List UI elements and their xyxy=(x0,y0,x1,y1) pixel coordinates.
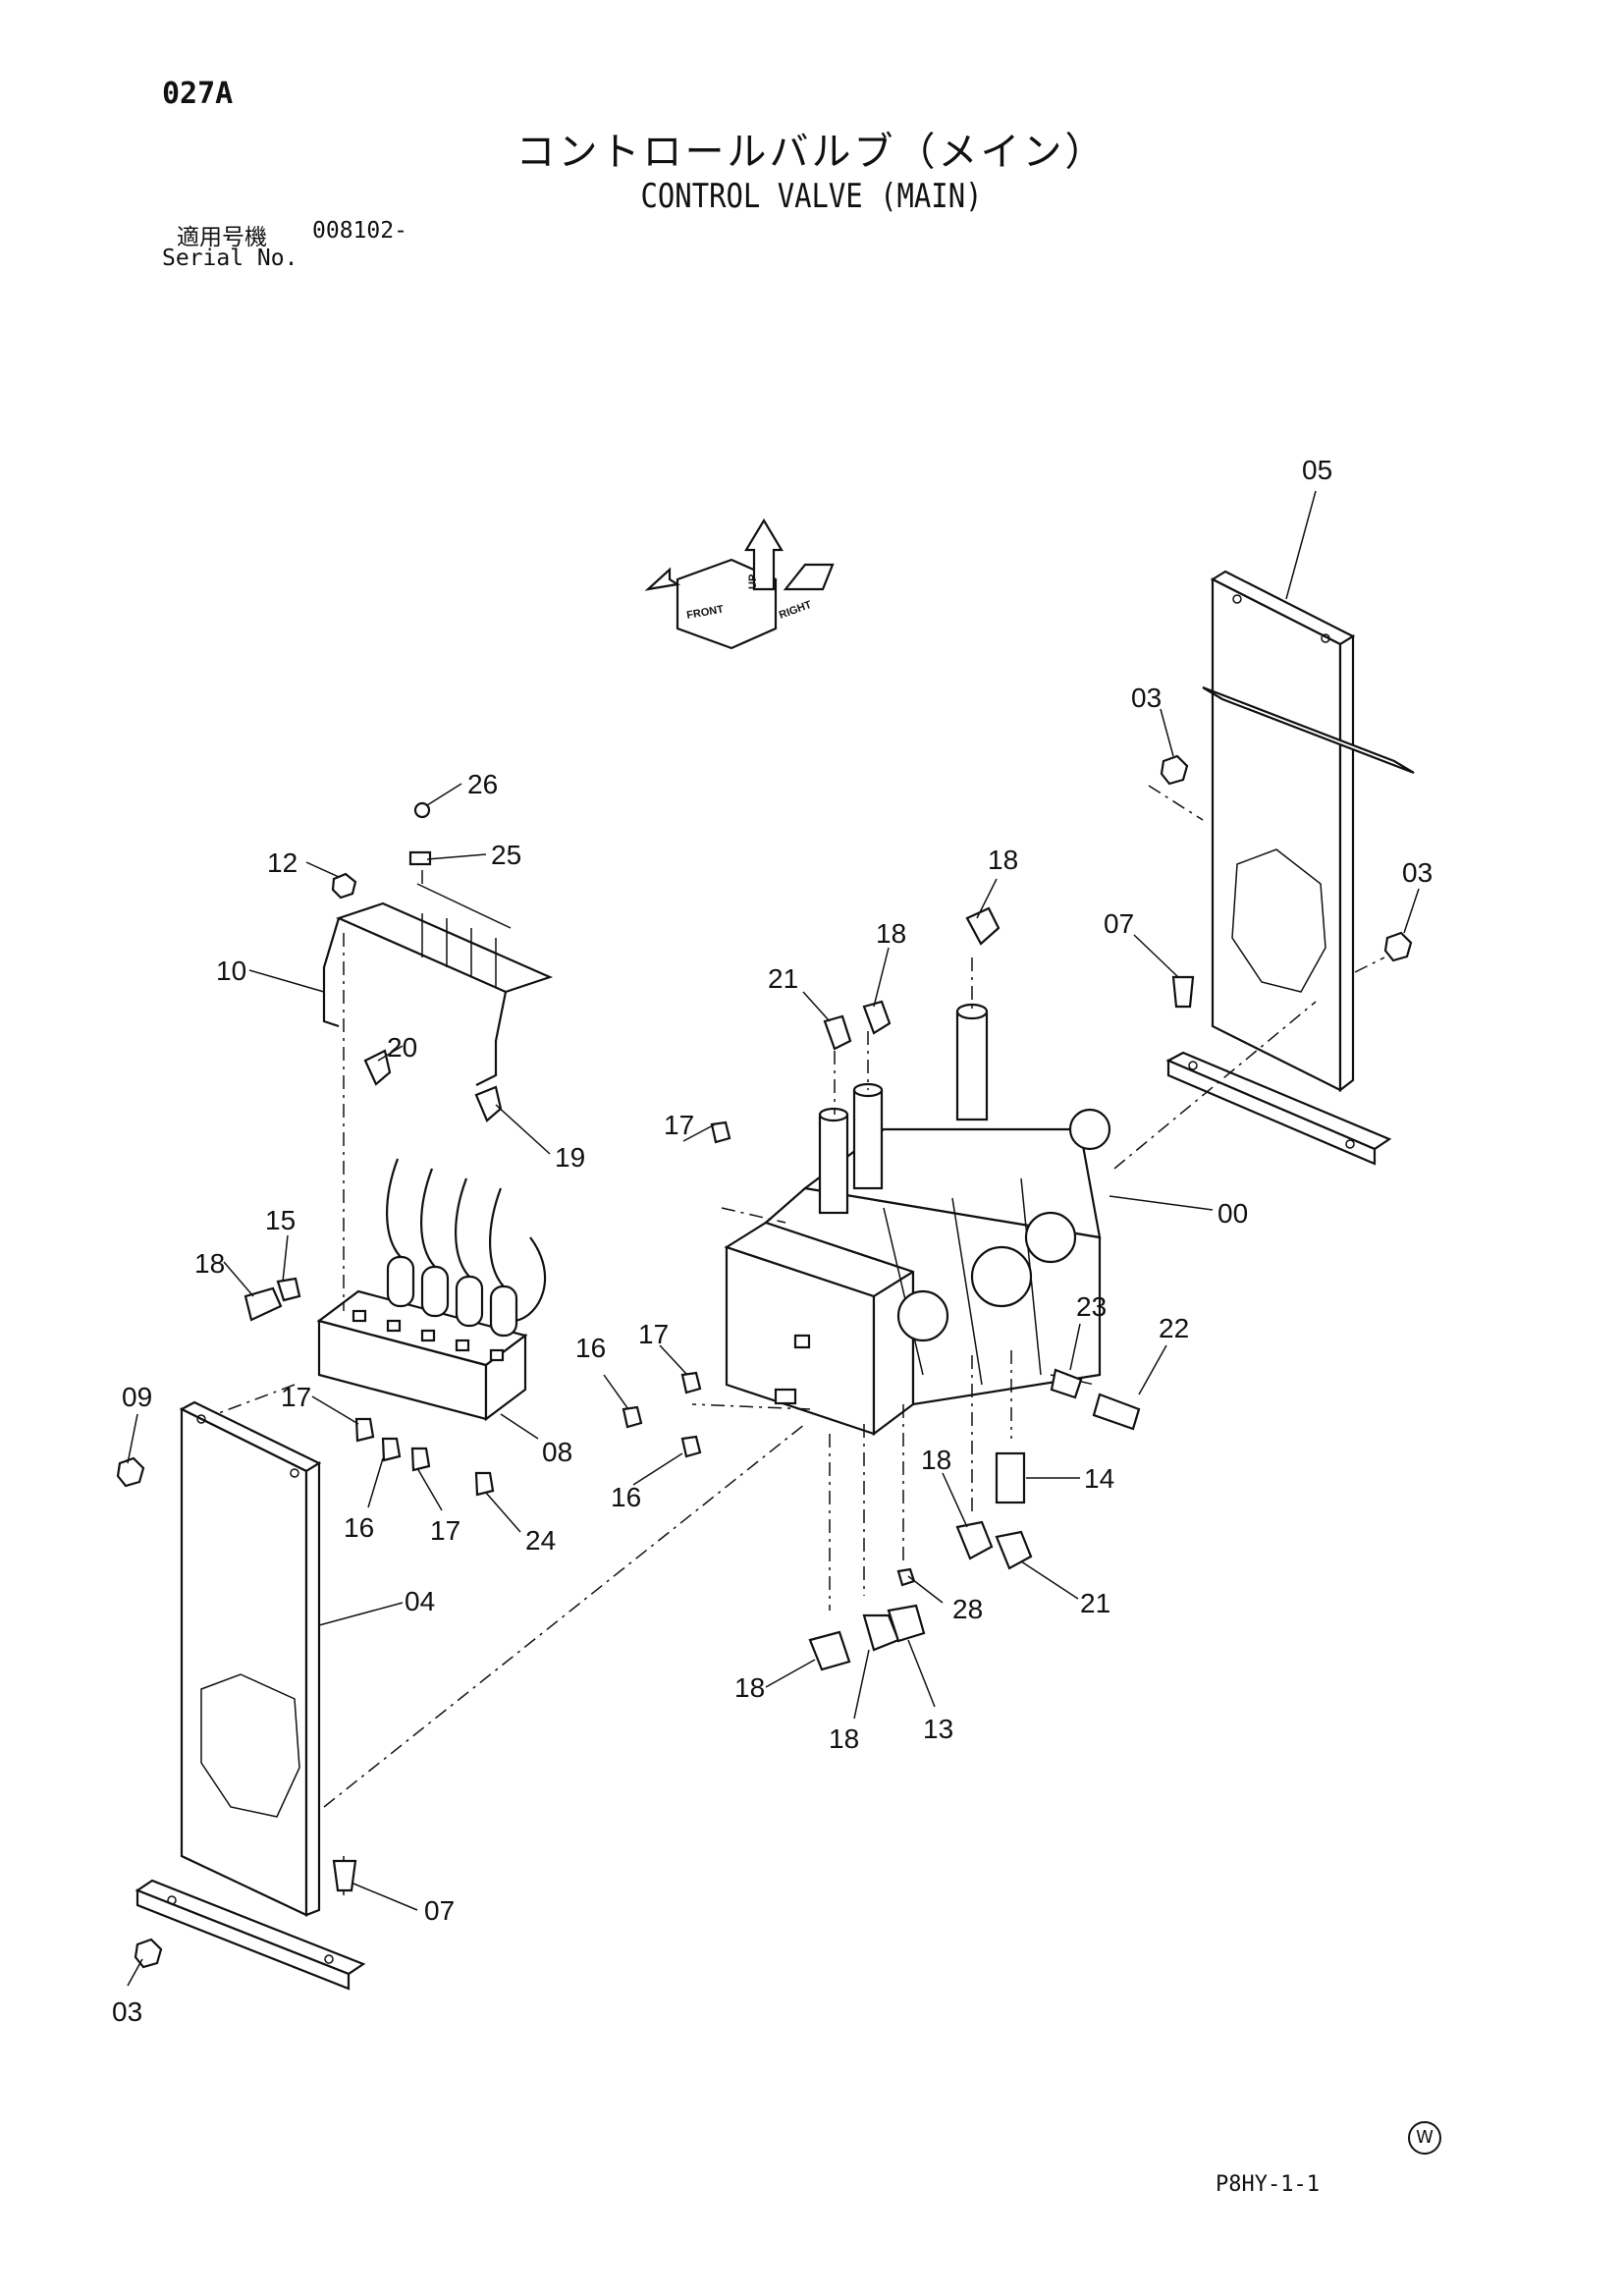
callout-18-e: 18 xyxy=(829,1723,859,1754)
callout-09: 09 xyxy=(122,1382,152,1412)
left-bracket-plate xyxy=(135,1400,366,1991)
callout-03-top: 03 xyxy=(1131,683,1162,713)
callout-12: 12 xyxy=(267,847,298,878)
control-valve-body xyxy=(724,1108,1111,1437)
callout-03-bottom: 03 xyxy=(112,1996,142,2027)
serial-number-value: 008102- xyxy=(312,218,407,244)
solenoid-valve-block xyxy=(316,1158,547,1422)
callout-17-bottom: 17 xyxy=(430,1515,460,1546)
callout-15: 15 xyxy=(265,1205,296,1235)
callout-numbers: 05 03 03 07 00 18 18 21 17 17 16 16 23 2… xyxy=(112,455,1433,2027)
orientation-label-right: RIGHT xyxy=(778,599,814,622)
callout-23: 23 xyxy=(1076,1291,1107,1322)
callout-18-f: 18 xyxy=(194,1248,225,1279)
serial-label-english: Serial No. xyxy=(162,246,298,271)
callout-03-right: 03 xyxy=(1402,857,1433,888)
orientation-label-up: UP xyxy=(747,574,759,589)
callout-18-a: 18 xyxy=(988,845,1018,875)
callout-18-b: 18 xyxy=(876,918,906,949)
orientation-arrows: FRONT UP RIGHT xyxy=(644,518,835,650)
callout-18-c: 18 xyxy=(921,1445,951,1475)
callout-19: 19 xyxy=(555,1142,585,1173)
callout-04: 04 xyxy=(405,1586,435,1616)
page-code: 027A xyxy=(162,77,234,111)
callout-16-lower-left: 16 xyxy=(344,1512,374,1543)
callout-14: 14 xyxy=(1084,1463,1114,1494)
callout-07-right: 07 xyxy=(1104,908,1134,939)
callout-25: 25 xyxy=(491,840,521,870)
callout-00: 00 xyxy=(1217,1198,1248,1229)
callout-16-middle: 16 xyxy=(575,1333,606,1363)
callout-21-lower: 21 xyxy=(1080,1588,1110,1618)
valve-spool-caps xyxy=(818,1003,989,1215)
callout-22: 22 xyxy=(1159,1313,1189,1343)
callout-08: 08 xyxy=(542,1437,572,1467)
callout-07-left: 07 xyxy=(424,1895,455,1926)
callout-26: 26 xyxy=(467,769,498,799)
callout-24: 24 xyxy=(525,1525,556,1556)
page-title-english: CONTROL VALVE (MAIN) xyxy=(640,177,983,216)
callout-16-lower: 16 xyxy=(611,1482,641,1512)
leader-lines xyxy=(127,490,1420,1987)
callout-28: 28 xyxy=(952,1594,983,1624)
drawing-code: P8HY-1-1 xyxy=(1216,2172,1320,2197)
callout-10: 10 xyxy=(216,956,246,986)
callout-17-upper: 17 xyxy=(664,1110,694,1140)
serial-label-japanese: 適用号機 xyxy=(177,225,267,250)
fittings-and-bolts xyxy=(116,754,1413,1969)
callout-05-top: 05 xyxy=(1302,455,1332,485)
callout-17-middle: 17 xyxy=(638,1319,669,1349)
upper-bracket xyxy=(322,883,554,1086)
right-bracket-plate xyxy=(1165,570,1415,1166)
callout-21-upper: 21 xyxy=(768,963,798,994)
callout-20: 20 xyxy=(387,1032,417,1063)
callout-13: 13 xyxy=(923,1714,953,1744)
copyright-mark-icon: W xyxy=(1408,2121,1441,2155)
page-title-japanese: コントロールバルブ（メイン） xyxy=(515,130,1108,175)
callout-17-lower-left: 17 xyxy=(281,1382,311,1412)
callout-18-d: 18 xyxy=(734,1672,765,1703)
